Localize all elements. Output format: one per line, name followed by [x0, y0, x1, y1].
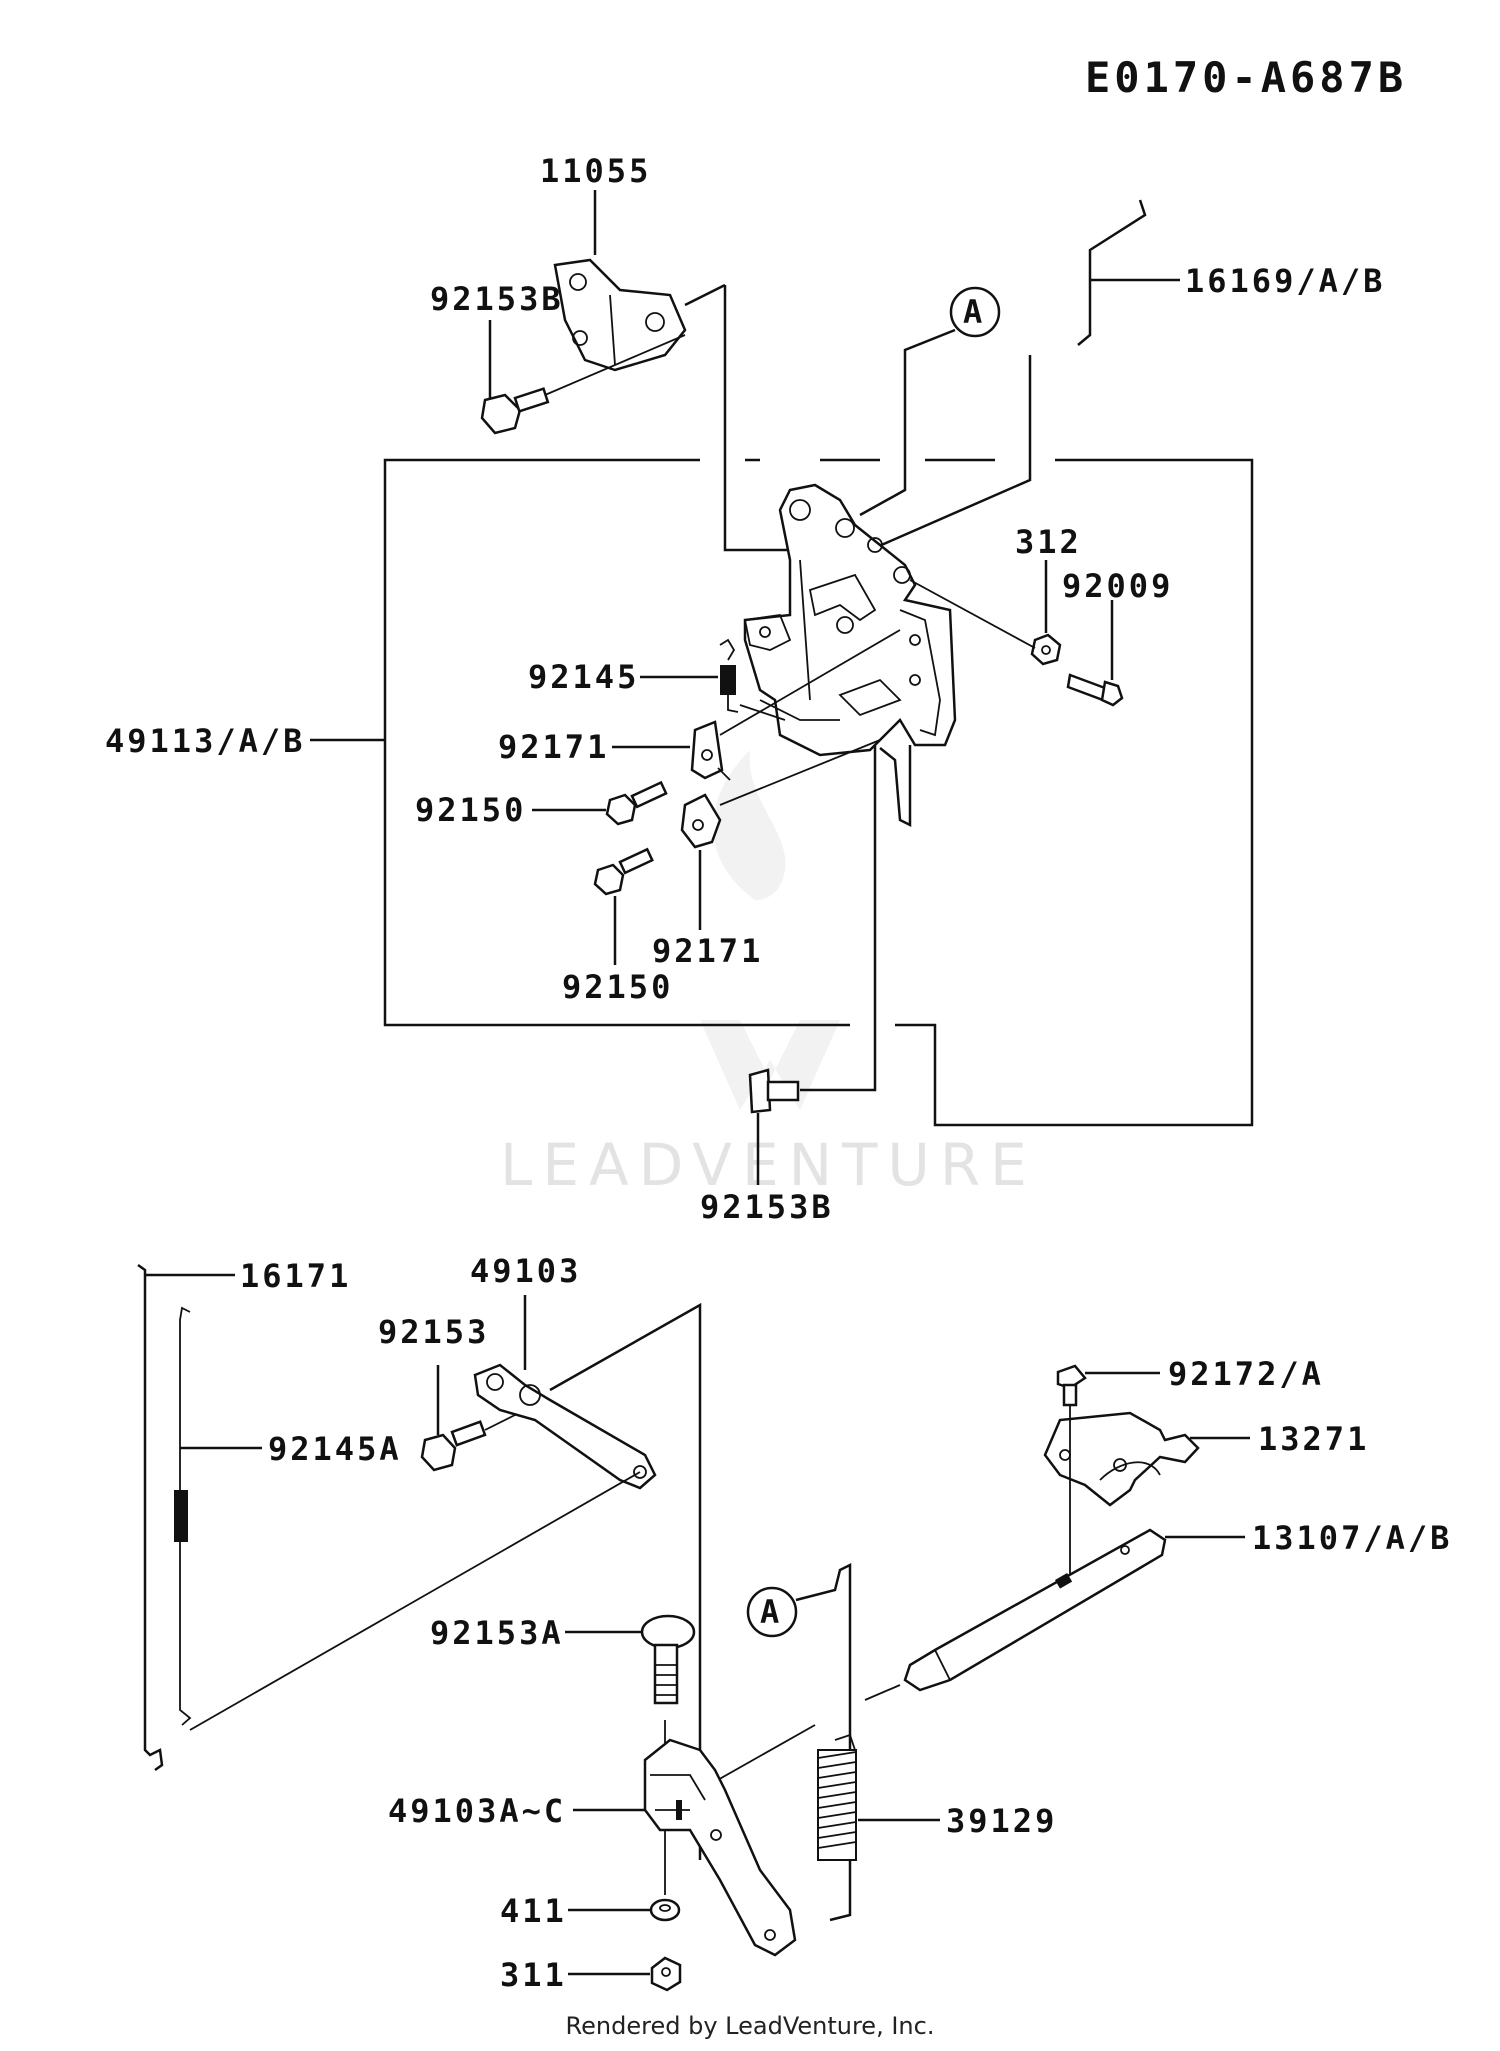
label-49103: 49103: [470, 1252, 581, 1290]
callout-circle-a-top: [949, 286, 1001, 338]
callout-a-top: A: [963, 293, 985, 331]
rod-16171: [137, 1263, 164, 1772]
bolt-92150-a: [605, 780, 668, 826]
lever-49103: [473, 1363, 657, 1490]
label-411: 411: [500, 1892, 567, 1930]
label-92150-b: 92150: [562, 968, 673, 1006]
label-92153: 92153: [378, 1313, 489, 1351]
label-312: 312: [1015, 523, 1082, 561]
link-92153b-bottom: [800, 745, 877, 1092]
axis-312: [909, 579, 1036, 649]
axis-92153: [484, 1414, 516, 1431]
bolt-92153b-bottom: [748, 1068, 800, 1114]
label-92153b-bottom: 92153B: [700, 1188, 834, 1226]
label-92153a: 92153A: [430, 1614, 564, 1652]
bolt-axis-top: [544, 334, 686, 396]
label-49113: 49113/A/B: [105, 722, 305, 760]
control-plate-49113: [743, 483, 957, 757]
bolt-92153b-top: [480, 387, 550, 435]
screw-92172: [1056, 1364, 1087, 1407]
label-11055: 11055: [540, 152, 651, 190]
spring-92145: [719, 638, 786, 721]
leader-a-bottom: [795, 1562, 852, 1922]
render-credit: Rendered by LeadVenture, Inc.: [565, 2012, 935, 2040]
bracket-11055: [553, 258, 687, 372]
bolt-92153: [420, 1420, 487, 1472]
label-92145: 92145: [528, 658, 639, 696]
label-49103ac: 49103A~C: [388, 1792, 566, 1830]
watermark-text: LEADVENTURE: [500, 1131, 1037, 1199]
label-16171: 16171: [240, 1257, 351, 1295]
axis-13107: [864, 1684, 901, 1701]
nut-311: [650, 1956, 682, 1992]
rod-49103: [189, 1471, 641, 1731]
leader-a-top: [859, 328, 956, 517]
shaft-13107: [903, 1528, 1167, 1692]
bracket-link: [723, 285, 790, 552]
label-16169: 16169/A/B: [1185, 262, 1385, 300]
diagram-code: E0170-A687B: [1085, 53, 1407, 102]
label-13271: 13271: [1258, 1420, 1369, 1458]
nut-312: [1030, 633, 1062, 666]
callout-a-bottom: A: [760, 1593, 782, 1631]
bolt-92150-b: [593, 847, 654, 896]
rod-16169: [1077, 199, 1147, 346]
label-92145a: 92145A: [268, 1430, 402, 1468]
label-92153b-top: 92153B: [430, 280, 564, 318]
label-39129: 39129: [946, 1802, 1057, 1840]
callout-circle-a-bottom: [746, 1586, 798, 1638]
bolt-92009: [1066, 673, 1124, 707]
plate-13271: [1043, 1411, 1200, 1507]
axis-92171-b: [719, 739, 881, 806]
label-92009: 92009: [1062, 567, 1173, 605]
label-92171-a: 92171: [498, 728, 609, 766]
label-92172: 92172/A: [1168, 1355, 1324, 1393]
label-311: 311: [500, 1956, 567, 1994]
washer-411: [649, 1898, 681, 1922]
watermark-logo: [700, 750, 840, 1110]
label-13107: 13107/A/B: [1252, 1519, 1452, 1557]
label-92150-a: 92150: [415, 791, 526, 829]
axis-92171-a: [719, 629, 901, 736]
label-92171-b: 92171: [652, 932, 763, 970]
bolt-92153a: [640, 1614, 696, 1705]
link-tab: [879, 745, 912, 828]
spring-39129: [817, 1733, 857, 1861]
clip-92171-a: [690, 720, 731, 781]
clip-92171-b: [680, 793, 722, 849]
spring-92145a: [174, 1306, 192, 1726]
assembly-outline: [383, 458, 1254, 1127]
leader-11055-b: [684, 283, 726, 307]
bracket-49103-link: [549, 1302, 702, 1860]
bracket-49103ac: [643, 1720, 797, 1957]
rod-16169-link: [869, 355, 1032, 552]
